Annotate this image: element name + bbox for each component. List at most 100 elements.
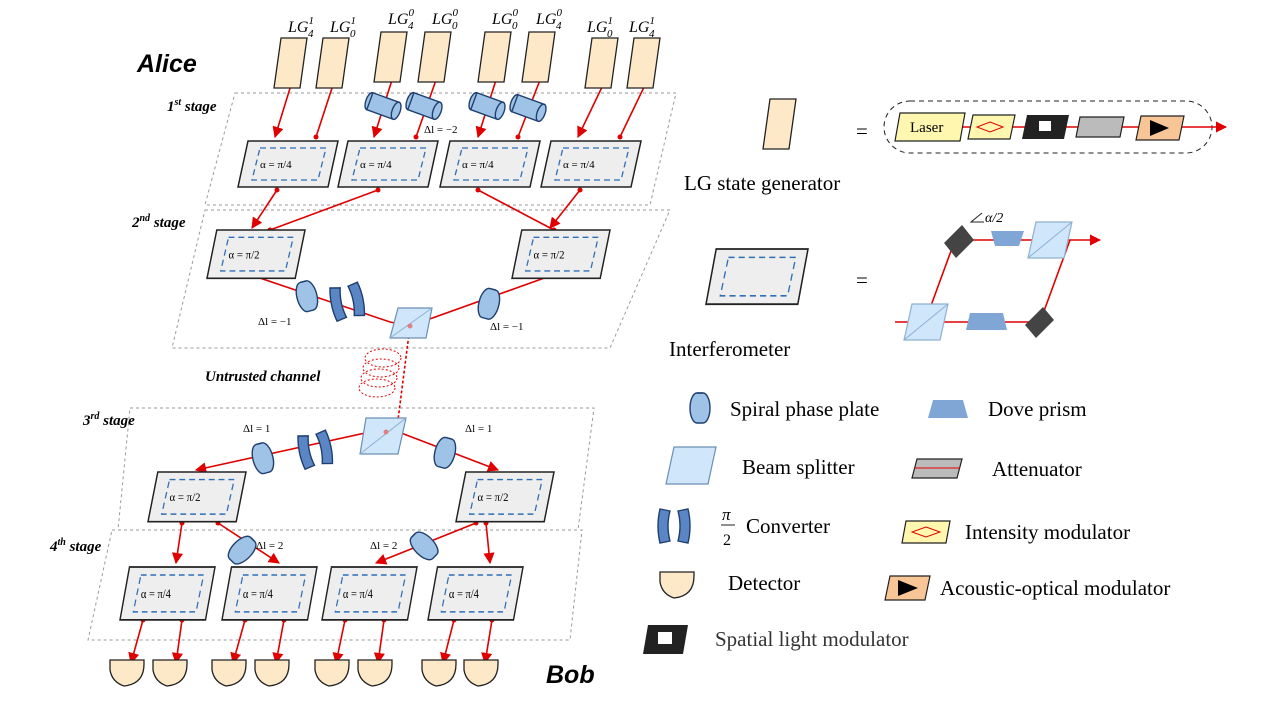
spiral-phase-plate-2b (474, 285, 504, 322)
svg-text:α = π/4: α = π/4 (141, 587, 171, 601)
alpha-half-label: α/2 (985, 211, 1003, 226)
lg-generator-7 (584, 37, 619, 89)
spiral-phase-plate-4b (405, 527, 443, 565)
alice-label: Alice (136, 50, 197, 78)
lg-generator-4 (417, 31, 452, 83)
stage-4-plane (87, 529, 583, 641)
bob-label: Bob (546, 661, 595, 689)
mirror-bottom (1025, 307, 1054, 338)
interferometer-expansion: α/2 (895, 211, 1102, 341)
dove-prism-1b (405, 91, 443, 121)
detector-1 (109, 659, 145, 687)
svg-text:α = π/2: α = π/2 (478, 492, 509, 505)
stage-4-label: 4th stage (49, 537, 102, 555)
spiral-phase-plate-2a (292, 278, 322, 315)
spiral-phase-plate-4a (223, 531, 261, 569)
stage-labels: 1st stage 2nd stage 3rd stage 4th stage (49, 97, 217, 555)
svg-text:α = π/4: α = π/4 (243, 587, 273, 601)
delta-l-stage2-left: Δl = −1 (258, 316, 292, 328)
legend-interferometer-icon (705, 248, 809, 306)
detector-5 (314, 659, 350, 687)
laser-label: Laser (910, 120, 943, 136)
svg-text:α = π/2: α = π/2 (170, 492, 201, 505)
detector-7 (421, 659, 457, 687)
legend-attenuator: Attenuator (911, 457, 1082, 481)
legend-equals-1: = (856, 119, 868, 143)
lg-generator-5 (477, 31, 512, 83)
svg-text:Acoustic-optical modulator: Acoustic-optical modulator (940, 576, 1170, 600)
stage-2-label: 2nd stage (131, 213, 186, 231)
legend-interferometer-label: Interferometer (669, 337, 790, 361)
delta-l-stage3-left: Δl = 1 (243, 423, 270, 435)
detector-8 (463, 659, 499, 687)
stage-1-interferometers: α = π/4 α = π/4 α = π/4 α = π/4 (237, 140, 642, 188)
stage-1-label: 1st stage (167, 97, 217, 115)
svg-text:Converter: Converter (746, 514, 830, 538)
untrusted-channel-label: Untrusted channel (205, 369, 321, 385)
converter-3 (295, 429, 336, 471)
dove-prism-1a (364, 91, 402, 121)
svg-text:α = π/4: α = π/4 (462, 159, 494, 171)
svg-text:Spatial light modulator: Spatial light modulator (715, 627, 909, 651)
lg-generators (273, 31, 661, 89)
legend-intensity-modulator: Intensity modulator (901, 520, 1130, 544)
legend-beam-splitter: Beam splitter (665, 446, 855, 485)
dove-prism-1c (468, 91, 506, 121)
intensity-modulator-icon-small (967, 114, 1016, 140)
stage-3-interferometers: α = π/2 α = π/2 (147, 471, 555, 523)
svg-text:α = π/4: α = π/4 (260, 159, 292, 171)
legend-dove-prism: Dove prism (928, 397, 1087, 421)
lg-generator-expansion: Laser (883, 100, 1228, 154)
stage-1-dove-prisms (364, 91, 547, 123)
stage-3-optics (248, 417, 460, 477)
legend-slm: Spatial light modulator (643, 625, 909, 654)
lg-generator-1 (273, 37, 308, 89)
stage-3-plane (117, 407, 595, 531)
untrusted-channel-coil (358, 348, 402, 398)
mirror-top (944, 225, 974, 258)
stage-3-label: 3rd stage (82, 411, 135, 429)
stage-2-plane (171, 209, 671, 349)
detector-4 (254, 659, 290, 687)
spiral-phase-plate-3a (248, 440, 278, 477)
legend-spiral-phase-plate: Spiral phase plate (689, 392, 879, 424)
lg-generator-6 (521, 31, 556, 83)
svg-text:α = π/2: α = π/2 (534, 249, 565, 261)
dove-prism-top (991, 231, 1024, 246)
lg-generator-2 (315, 37, 350, 89)
svg-text:α = π/4: α = π/4 (449, 587, 479, 601)
svg-text:α = π/4: α = π/4 (563, 159, 595, 171)
legend-detector: Detector (659, 571, 800, 599)
svg-text:2: 2 (723, 532, 731, 549)
lg-generator-3 (373, 31, 408, 83)
svg-text:Beam splitter: Beam splitter (742, 455, 855, 479)
svg-text:Intensity modulator: Intensity modulator (965, 520, 1130, 544)
stage-4-interferometers: α = π/4 α = π/4 α = π/4 α = π/4 (119, 566, 524, 621)
svg-text:Dove prism: Dove prism (988, 397, 1087, 421)
laser-icon (894, 112, 966, 142)
attenuator-icon-small (1075, 116, 1125, 138)
delta-l-stage4-right: Δl = 2 (370, 540, 397, 552)
delta-l-stage2-right: Δl = −1 (490, 321, 524, 333)
svg-text:Spiral phase plate: Spiral phase plate (730, 397, 879, 421)
svg-text:Detector: Detector (728, 571, 800, 595)
legend-lg-generator-label: LG state generator (684, 171, 840, 195)
legend-converter: π 2 Converter (657, 505, 830, 549)
svg-text:α = π/4: α = π/4 (360, 159, 392, 171)
spiral-phase-plate-3b (430, 434, 460, 471)
converter-2 (327, 281, 368, 323)
legend-equals-2: = (856, 268, 868, 292)
delta-l-stage3-right: Δl = 1 (465, 423, 492, 435)
stage-2-interferometers: α = π/2 α = π/2 (206, 229, 611, 280)
stage-1-plane (204, 92, 677, 206)
detector-2 (152, 659, 188, 687)
